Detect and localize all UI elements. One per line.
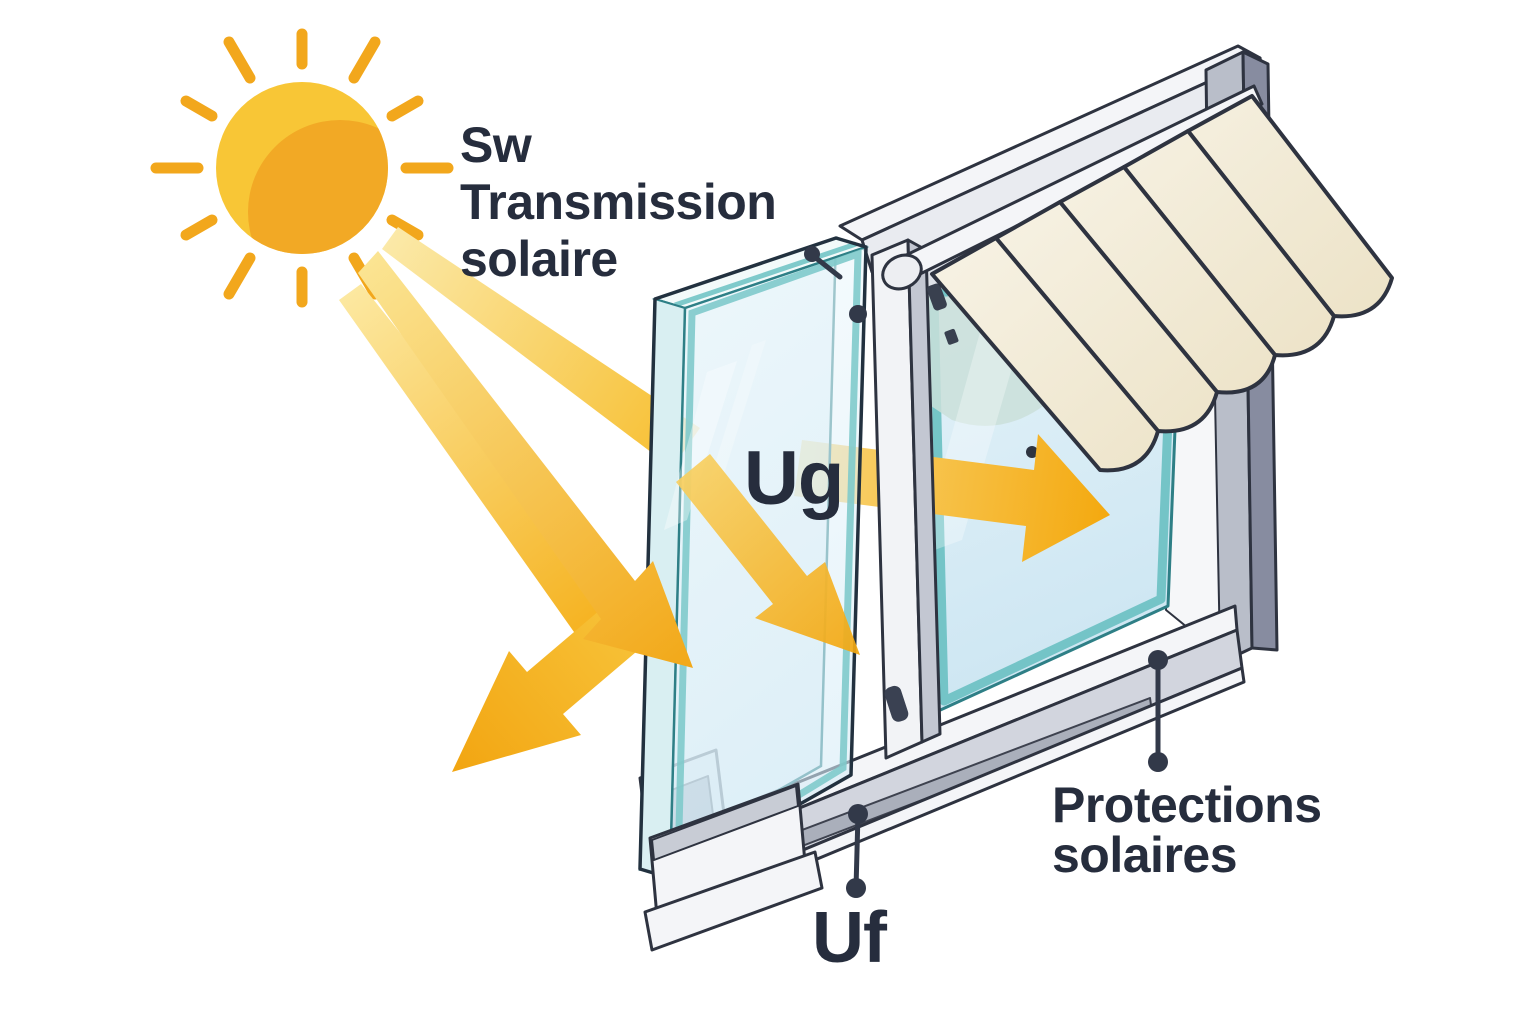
sw-label-line-1: Sw <box>460 117 532 173</box>
awning <box>881 84 1394 473</box>
awning-slat <box>1058 165 1277 395</box>
hinge-bracket-icon <box>927 283 947 311</box>
absorbed-beam-arrow <box>358 251 693 668</box>
protections-label-line-1: Protections <box>1052 777 1322 833</box>
sw-label-line-2: Transmission <box>460 174 776 230</box>
awning-slat <box>930 236 1160 473</box>
ug-label: Ug <box>744 436 843 521</box>
latch-keeper-icon <box>944 328 959 345</box>
awning-roller-bar <box>881 84 1264 291</box>
awning-slat <box>1122 129 1336 358</box>
solar-beams <box>339 227 700 656</box>
window-handle-icon <box>884 685 909 722</box>
solar-beam-top <box>382 227 700 468</box>
glazing-pin-dot <box>1026 446 1038 458</box>
awning-slat <box>1186 94 1394 319</box>
awning-slat <box>994 200 1219 434</box>
leader-lines <box>804 246 1168 898</box>
uf-leader-line <box>846 804 868 898</box>
protections-leader-line <box>1148 650 1168 772</box>
mullion <box>870 238 959 760</box>
reflected-arrow <box>452 604 643 772</box>
sill-base-plate <box>643 850 824 952</box>
sill-pocket-front <box>643 782 824 952</box>
transmitted-arrow <box>676 454 860 655</box>
uf-label: Uf <box>812 898 888 978</box>
protections-label-line-2: solaires <box>1052 827 1237 883</box>
sun-icon <box>150 28 454 308</box>
sun-rays-icon <box>150 28 454 308</box>
sun-disc-shade <box>248 120 388 254</box>
open-glazing-pane <box>638 236 870 881</box>
solar-beam-bottom <box>339 284 633 656</box>
ug-arrow <box>794 434 1110 562</box>
pane-pin-dots <box>804 246 867 323</box>
labels: Sw Transmission solaire Ug Uf Protection… <box>460 117 1322 978</box>
pane-reflection-streak-2 <box>702 340 766 505</box>
sw-label-line-3: solaire <box>460 231 618 287</box>
